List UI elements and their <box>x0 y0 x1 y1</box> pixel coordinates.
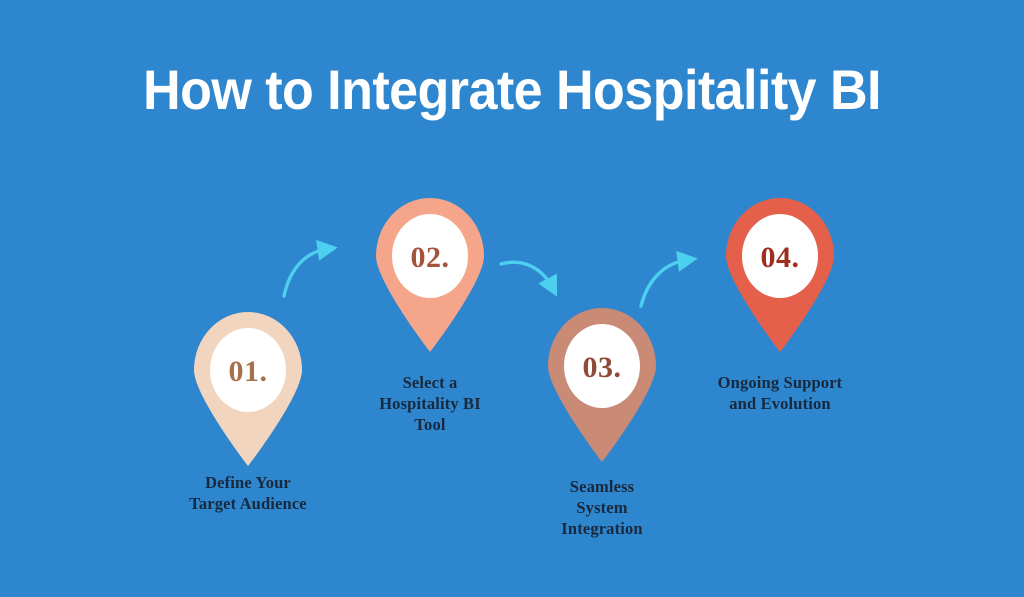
step-item-2[interactable]: 02. Select a Hospitality BI Tool <box>330 186 530 434</box>
step-4-label-line-2: and Evolution <box>729 394 831 413</box>
step-3-number: 03. <box>583 351 622 384</box>
map-pin-icon: 02. <box>376 198 484 352</box>
step-2-label-line-1: Select a <box>402 373 458 392</box>
step-3-label-line-1: Seamless <box>569 477 635 496</box>
step-2-label-line-2: Hospitality BI <box>379 394 481 413</box>
step-4-number: 04. <box>761 241 800 274</box>
step-1-label-line-2: Target Audience <box>189 494 307 513</box>
map-pin-icon: 01. <box>194 312 302 466</box>
step-4-pin[interactable]: 04. <box>680 186 880 386</box>
step-2-pin[interactable]: 02. <box>330 186 530 386</box>
map-pin-icon: 03. <box>548 308 656 462</box>
step-3-pin[interactable]: 03. <box>502 296 702 496</box>
map-pin-icon: 04. <box>726 198 834 352</box>
step-2-number: 02. <box>411 241 450 274</box>
step-1-label-line-1: Define Your <box>205 473 291 492</box>
step-3-label-line-2: System <box>576 498 628 517</box>
step-4-label-line-1: Ongoing Support <box>717 373 843 392</box>
step-item-4[interactable]: 04. Ongoing Support and Evolution <box>680 186 880 413</box>
step-2-label-line-3: Tool <box>414 415 446 434</box>
step-1-number: 01. <box>229 355 268 388</box>
step-1-pin[interactable]: 01. <box>148 300 348 500</box>
step-2-label: Select a Hospitality BI Tool <box>330 372 530 435</box>
step-item-1[interactable]: 01. Define Your Target Audience <box>148 300 348 513</box>
step-3-label-line-3: Integration <box>561 519 643 538</box>
step-3-label: Seamless System Integration <box>502 476 702 539</box>
arrow-step1-to-step2 <box>282 239 338 298</box>
page-title: How to Integrate Hospitality BI <box>143 58 881 121</box>
step-item-3[interactable]: 03. Seamless System Integration <box>502 296 702 538</box>
step-4-label: Ongoing Support and Evolution <box>680 372 880 414</box>
step-1-label: Define Your Target Audience <box>148 472 348 514</box>
